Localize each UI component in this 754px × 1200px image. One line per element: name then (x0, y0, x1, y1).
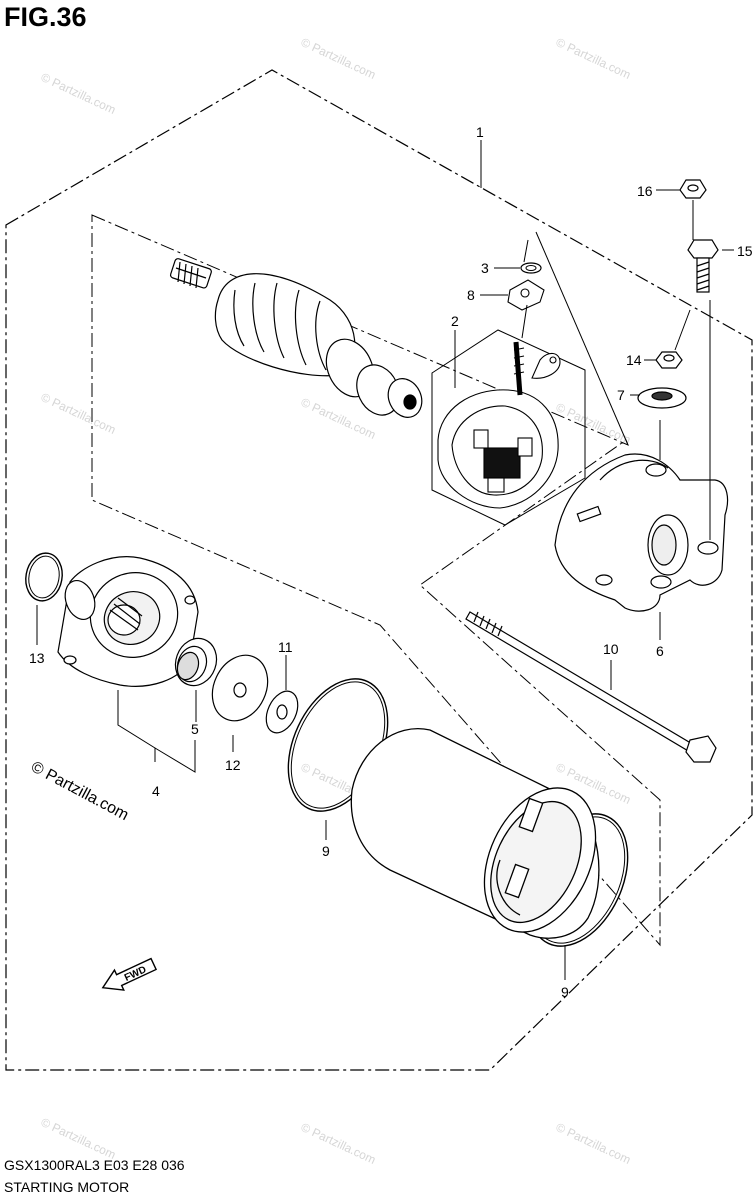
callout-14: 14 (626, 352, 642, 368)
end-cover-part (554, 453, 729, 612)
callout-3: 3 (481, 260, 489, 276)
o-ring-13-part (25, 552, 63, 602)
watermark: © Partzilla.com (299, 1120, 378, 1167)
leader-lines (36, 140, 734, 980)
callout-9-front: 9 (322, 843, 330, 859)
oil-seal-5-part (174, 637, 218, 687)
callout-2: 2 (451, 313, 459, 329)
washer-12-part (211, 654, 269, 722)
watermark: © Partzilla.com (39, 70, 118, 117)
watermark: © Partzilla.com (554, 1120, 633, 1167)
callout-labels: 1 2 3 4 5 6 7 8 9 9 10 11 12 13 14 15 16 (29, 124, 753, 1000)
fwd-label: FWD (123, 964, 148, 984)
watermark: © Partzilla.com (554, 400, 633, 447)
callout-5: 5 (191, 721, 199, 737)
callout-13: 13 (29, 650, 45, 666)
callout-15: 15 (737, 243, 753, 259)
nut-14-part (655, 351, 683, 369)
watermark: © Partzilla.com (39, 390, 118, 437)
watermark: © Partzilla.com (39, 1115, 118, 1162)
callout-4: 4 (152, 783, 160, 799)
callout-10: 10 (603, 641, 619, 657)
terminal-8-part (507, 279, 545, 311)
figure-title: FIG.36 (4, 2, 87, 32)
brush-holder-outline (431, 329, 586, 526)
model-code: GSX1300RAL3 E03 E28 036 (4, 1157, 185, 1173)
through-bolt-10-part (465, 611, 717, 763)
assembly-outline (5, 69, 753, 1071)
watermark: © Partzilla.com (554, 35, 633, 82)
forward-direction-arrow: FWD (101, 957, 158, 991)
callout-8: 8 (467, 287, 475, 303)
armature-part (169, 258, 423, 418)
callout-9-rear: 9 (561, 984, 569, 1000)
callout-6: 6 (656, 643, 664, 659)
front-bracket-4-part (57, 556, 199, 687)
brush-holder-part (437, 341, 561, 509)
washer-7-part (637, 387, 687, 409)
bolt-15-part (687, 239, 719, 293)
callout-11: 11 (278, 639, 293, 655)
washer-11-part (265, 690, 299, 734)
brand-watermark: © Partzilla.com (28, 759, 131, 825)
callout-1: 1 (476, 124, 484, 140)
figure-name: STARTING MOTOR (4, 1179, 130, 1195)
callout-12: 12 (225, 757, 241, 773)
callout-7: 7 (617, 387, 625, 403)
callout-16: 16 (637, 183, 653, 199)
yoke-housing-part (350, 728, 600, 939)
watermark: © Partzilla.com (299, 35, 378, 82)
nut-16-part (679, 179, 707, 199)
